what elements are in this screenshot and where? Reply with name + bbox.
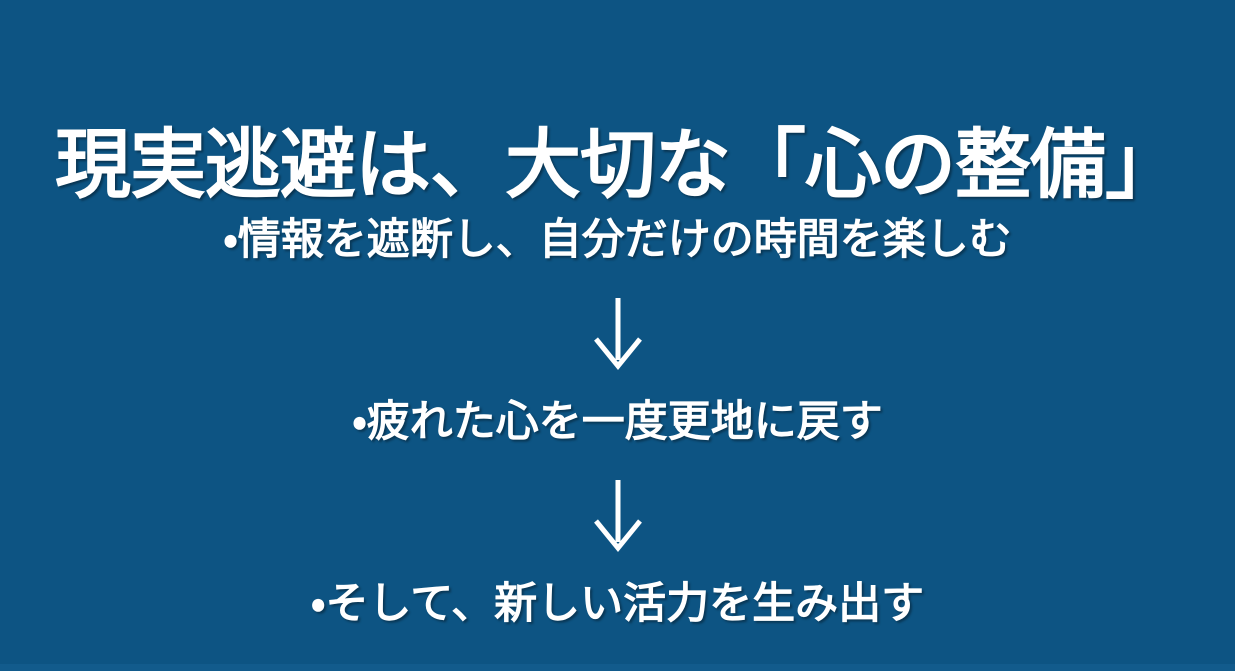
flow-step-1: ・情報を遮断し、自分だけの時間を楽しむ [223,215,1012,265]
flow-step-2: ・疲れた心を一度更地に戻す [352,396,883,447]
bottom-edge-band [0,664,1235,671]
down-arrow-icon [583,478,653,554]
flow-step-3: ・そして、新しい活力を生み出す [310,578,925,629]
down-arrow-icon [583,296,653,372]
flow-diagram: ・情報を遮断し、自分だけの時間を楽しむ ・疲れた心を一度更地に戻す ・そして、新… [0,214,1235,631]
page-title: 現実逃避は、大切な「心の整備」 [55,119,1181,209]
